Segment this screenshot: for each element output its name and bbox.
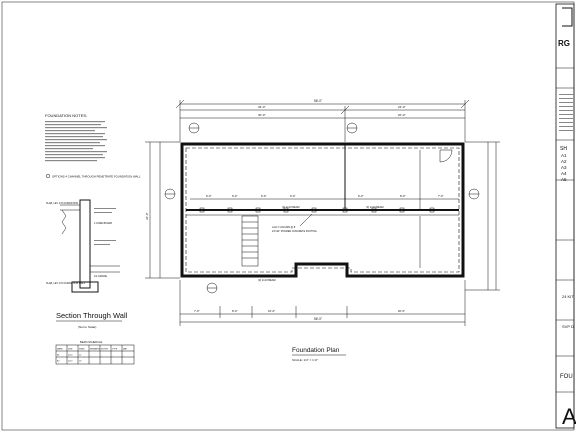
schedule-r0-1: 2x10 [68,355,73,357]
sheet-list-4: A5 [561,177,567,182]
span-5: 6'-0" [358,194,364,198]
schedule-r0-2: 12' [79,355,82,357]
dim-top-sub-right: 20'-0" [398,113,406,117]
foundation-notes: FOUNDATION NOTES: OPTIONS 4 CHANNEL THRO… [45,113,141,179]
plan-title: Foundation Plan [292,347,340,354]
schedule-r1-4: .. [101,361,103,363]
dim-bottom-mid1: 8'-0" [232,309,238,313]
section-marker [164,122,480,294]
schedule-h-0: MARK [57,348,63,351]
schedule-title: BEAM SCHEDULE [80,340,102,344]
dim-top-right: 22'-0" [398,105,406,109]
plan-scale: SCALE: 1/4" = 1'-0" [292,358,318,362]
schedule-r0-0: B1 [57,355,60,357]
beam-label-1: (3) 2x10 BEAM [282,205,300,209]
section-label-3: 1/2 GRAVEL [94,275,108,278]
schedule-r1-1: 2x10 [68,361,73,363]
schedule-r0-5: .. [112,355,114,357]
sheet-list-1: A2 [561,159,567,164]
schedule-r1-3: .. [90,361,92,363]
schedule-r0-6: .. [123,355,125,357]
beam-schedule: BEAM SCHEDULE MARK SIZE SPAN REMARKS NOT… [55,340,135,365]
section-label-1: SLAB, LEV. AT FOUNDATION [46,202,78,205]
schedule-r0-3: .. [90,355,92,357]
span-4: 6'-6" [290,194,296,198]
sheet-list-3: A4 [561,171,567,176]
dim-bottom-right: 20'-0" [398,309,405,313]
schedule-r1-0: B2 [57,361,60,363]
sheet-list-0: A1 [561,153,567,158]
notes-title: FOUNDATION NOTES: [45,113,87,118]
dim-top-sub-left: 30'-0" [258,113,266,117]
stair [241,215,259,267]
section-subtitle: (Not to Scale) [78,325,96,329]
foundation-wall-outline [180,142,465,278]
span-7: 7'-6" [438,194,444,198]
dim-top-left: 34'-0" [258,105,266,109]
dim-left-overall: 34'-0" [145,212,149,220]
schedule-r0-4: .. [101,355,103,357]
dim-overall-bottom: 56'-0" [314,317,322,321]
section-label-2: 2 CORE BOARD [94,222,112,225]
title-block: RG SH A1 A2 A3 A4 A5 24 KIT SVP D FOU A [555,3,576,429]
schedule-h-3: REMARKS [90,348,101,351]
project-line: 24 KIT [562,294,574,299]
span-2: 6'-6" [232,194,238,198]
dim-bottom-left: 7'-0" [194,309,200,313]
dim-overall-top: 56'-0" [314,99,322,103]
sheet-list-label: SH [560,146,567,152]
schedule-h-1: SIZE [68,349,73,351]
sheet-number: A [562,404,576,429]
sheet-list-2: A3 [561,165,567,170]
beam-label-2: (3) 2x10 BEAM [366,205,384,209]
schedule-h-5: TYPE [112,349,118,351]
beam-label-3: (3) 2x10 BEAM [258,278,276,282]
dim-bottom-mid2: 10'-0" [268,309,275,313]
span-1: 6'-6" [206,194,212,198]
title-block-logo: RG [558,39,570,48]
foundation-plan: 56'-0" 34'-0" 22'-0" 30'-0" 20'-0" 34'-0… [145,99,500,362]
section-title: Section Through Wall [56,311,128,320]
span-3: 6'-6" [261,194,267,198]
schedule-r1-2: 10' [79,361,82,363]
schedule-h-6: MAT [123,348,128,351]
section-detail: SLAB, LEV. AT FOUNDATION 2 CORE BOARD 1/… [46,199,128,329]
section-label-4: SLAB, LEV. AT FOUNDATION WALL [46,282,86,285]
column-note: LALLY COLUMN @ 8' [272,226,296,229]
address-line: SVP D [562,324,574,329]
schedule-h-4: NOTES [101,349,109,351]
sheet-title: FOU [560,374,573,380]
schedule-h-2: SPAN [79,348,85,351]
notes-footnote: OPTIONS 4 CHANNEL THROUGH PENETRATE FOUN… [52,175,141,179]
column-note-2: 24"x24" POURED CONCRETE FOOTING [272,230,317,233]
schedule-r1-6: .. [123,361,125,363]
schedule-r1-5: .. [112,361,114,363]
span-6: 8'-0" [400,194,406,198]
